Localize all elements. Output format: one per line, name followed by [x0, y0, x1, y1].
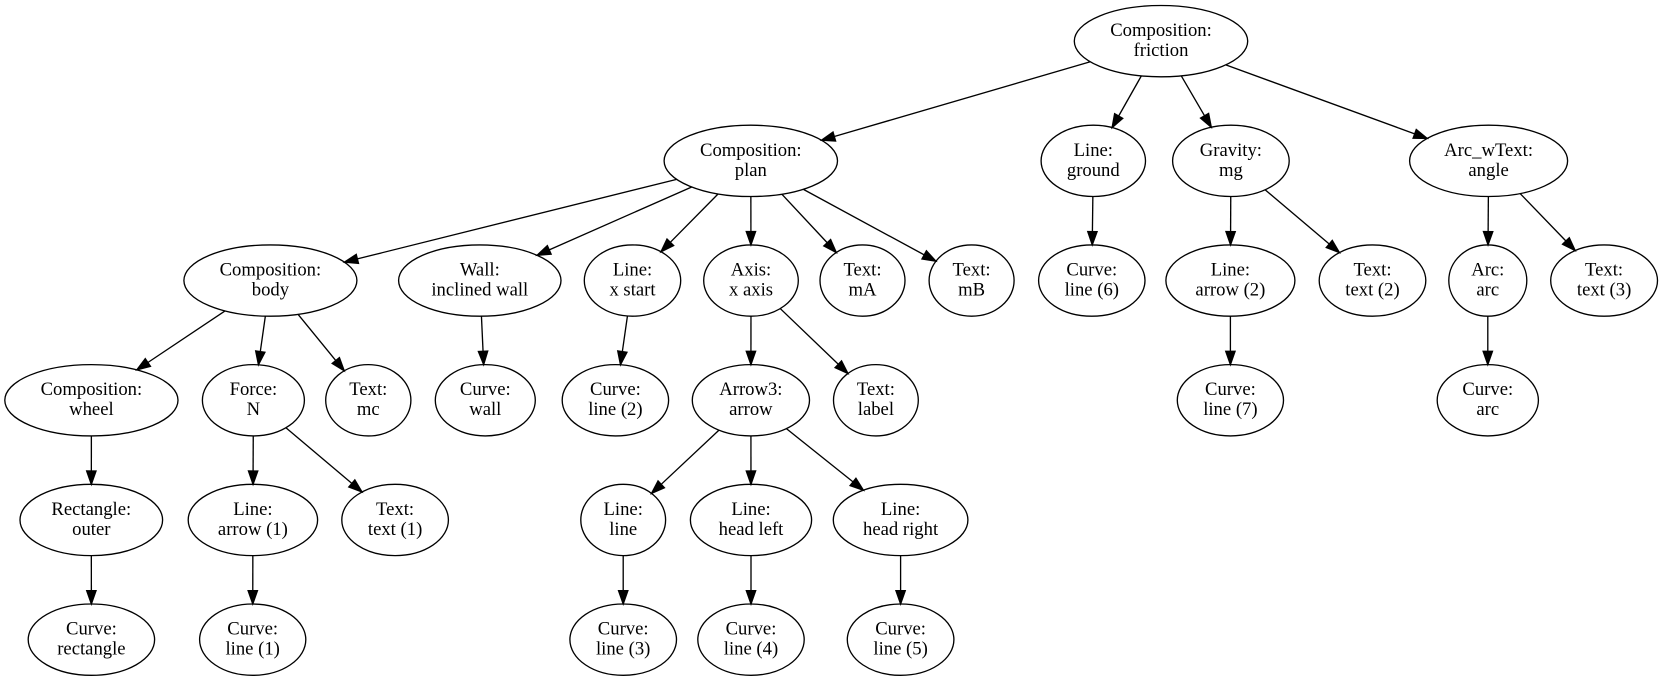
svg-text:Curve:: Curve: [726, 619, 777, 640]
svg-text:Text:: Text: [376, 499, 414, 520]
svg-text:Line:: Line: [1074, 140, 1113, 161]
svg-text:line (3): line (3) [596, 639, 650, 660]
svg-text:Gravity:: Gravity: [1200, 140, 1262, 161]
svg-text:Text:: Text: [857, 379, 895, 400]
svg-text:head right: head right [863, 519, 939, 540]
svg-text:arrow: arrow [729, 399, 773, 420]
svg-text:Text:: Text: [1353, 259, 1391, 280]
svg-text:Curve:: Curve: [66, 619, 117, 640]
svg-text:Curve:: Curve: [1462, 379, 1513, 400]
svg-text:mA: mA [849, 279, 878, 300]
svg-text:Line:: Line: [1211, 259, 1250, 280]
svg-text:text (1): text (1) [368, 519, 422, 540]
svg-text:outer: outer [72, 519, 111, 540]
svg-text:Curve:: Curve: [590, 379, 641, 400]
svg-text:wheel: wheel [69, 399, 114, 420]
svg-text:Axis:: Axis: [731, 259, 771, 280]
svg-text:Text:: Text: [1585, 259, 1623, 280]
svg-text:line (2): line (2) [588, 399, 642, 420]
svg-text:Text:: Text: [349, 379, 387, 400]
svg-text:line: line [609, 519, 637, 540]
svg-text:mg: mg [1219, 160, 1243, 181]
svg-text:label: label [858, 399, 894, 420]
svg-text:angle: angle [1468, 160, 1508, 181]
svg-text:Line:: Line: [881, 499, 920, 520]
svg-text:wall: wall [469, 399, 501, 420]
svg-text:plan: plan [735, 160, 768, 181]
svg-text:x axis: x axis [729, 279, 773, 300]
svg-text:Composition:: Composition: [1110, 20, 1212, 41]
svg-text:Arrow3:: Arrow3: [719, 379, 782, 400]
svg-text:N: N [247, 399, 261, 420]
svg-text:x start: x start [609, 279, 656, 300]
svg-text:text (3): text (3) [1577, 279, 1631, 300]
svg-text:arc: arc [1476, 399, 1499, 420]
svg-text:Line:: Line: [233, 499, 272, 520]
svg-text:inclined wall: inclined wall [431, 279, 528, 300]
svg-text:Composition:: Composition: [41, 379, 143, 400]
svg-text:line (4): line (4) [724, 639, 778, 660]
svg-text:Curve:: Curve: [227, 619, 278, 640]
svg-text:body: body [252, 279, 290, 300]
svg-text:Curve:: Curve: [875, 619, 926, 640]
svg-text:head left: head left [719, 519, 785, 540]
svg-text:Line:: Line: [613, 259, 652, 280]
svg-text:Arc:: Arc: [1471, 259, 1504, 280]
svg-text:rectangle: rectangle [57, 639, 125, 660]
svg-text:line (1): line (1) [225, 639, 279, 660]
svg-text:Curve:: Curve: [1205, 379, 1256, 400]
svg-text:friction: friction [1134, 40, 1190, 61]
svg-text:Wall:: Wall: [460, 259, 500, 280]
svg-text:mc: mc [357, 399, 380, 420]
svg-text:mB: mB [958, 279, 985, 300]
svg-text:Curve:: Curve: [460, 379, 511, 400]
svg-text:Composition:: Composition: [700, 140, 802, 161]
svg-text:Arc_wText:: Arc_wText: [1444, 140, 1533, 161]
svg-text:Composition:: Composition: [220, 259, 322, 280]
svg-text:Curve:: Curve: [598, 619, 649, 640]
svg-text:ground: ground [1067, 160, 1121, 181]
svg-text:line (5): line (5) [873, 639, 927, 660]
svg-text:Line:: Line: [604, 499, 643, 520]
svg-text:Text:: Text: [953, 259, 991, 280]
svg-text:arrow (1): arrow (1) [218, 519, 288, 540]
svg-text:Curve:: Curve: [1066, 259, 1117, 280]
svg-text:text (2): text (2) [1345, 279, 1399, 300]
svg-text:arc: arc [1476, 279, 1499, 300]
svg-text:Rectangle:: Rectangle: [51, 499, 131, 520]
svg-text:Force:: Force: [230, 379, 278, 400]
svg-text:arrow (2): arrow (2) [1195, 279, 1265, 300]
svg-text:Text:: Text: [843, 259, 881, 280]
svg-text:line (6): line (6) [1065, 279, 1119, 300]
svg-text:Line:: Line: [731, 499, 770, 520]
svg-text:line (7): line (7) [1203, 399, 1257, 420]
